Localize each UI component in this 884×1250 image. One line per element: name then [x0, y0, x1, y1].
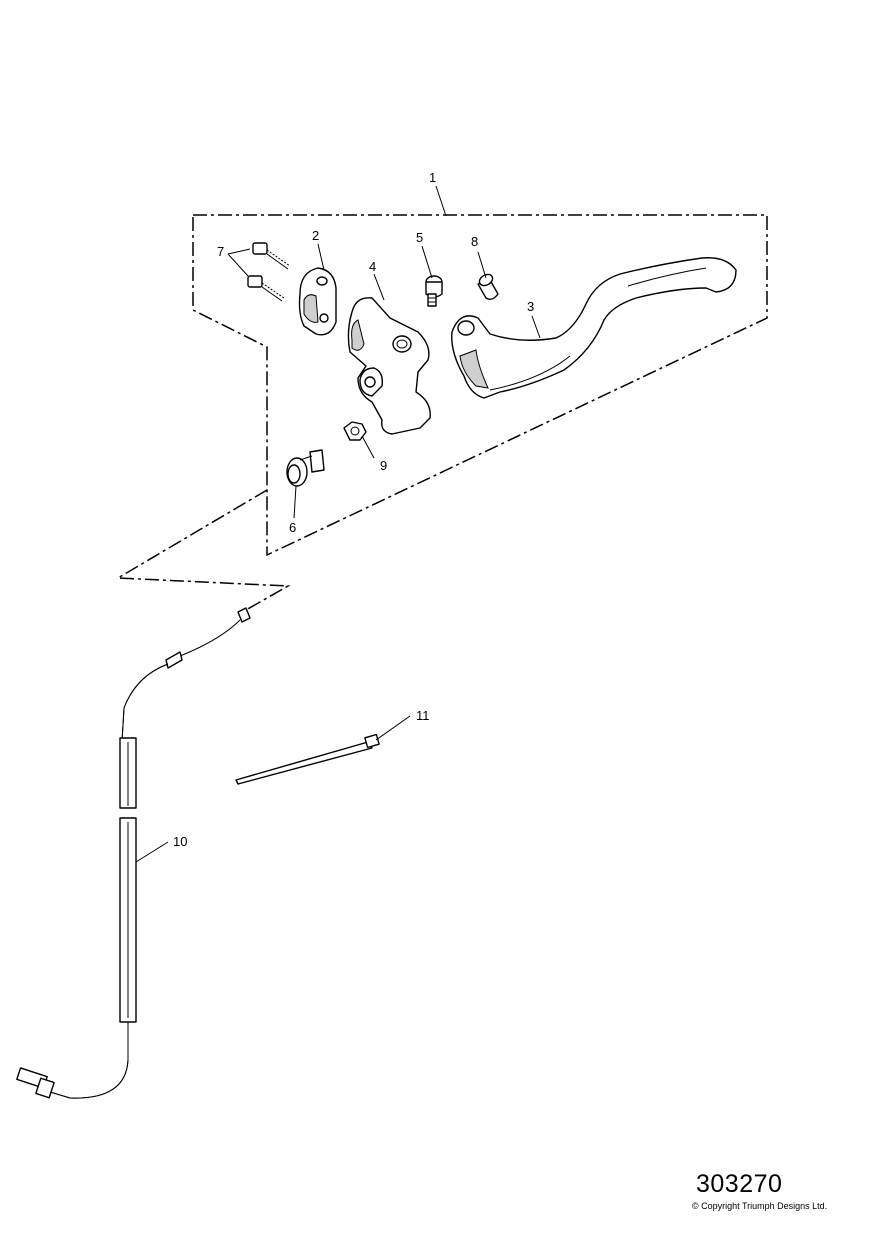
assembly-boundary — [115, 214, 768, 611]
callout-3: 3 — [527, 299, 534, 314]
callout-1: 1 — [429, 170, 436, 185]
part-4-bracket — [347, 297, 431, 435]
part-9-nut — [343, 421, 367, 441]
part-2-clamp — [298, 267, 337, 336]
part-6-adjuster — [286, 449, 325, 487]
callout-10: 10 — [173, 834, 187, 849]
callout-9: 9 — [380, 458, 387, 473]
callout-8: 8 — [471, 234, 478, 249]
part-3-lever — [451, 257, 737, 399]
callout-4: 4 — [369, 259, 376, 274]
part-11-cable-tie — [235, 733, 380, 785]
callout-11: 11 — [416, 708, 430, 723]
part-10-cable — [16, 607, 251, 1099]
part-5-pivot-bolt — [425, 275, 443, 307]
part-8-sleeve — [477, 273, 499, 301]
diagram-part-number: 303270 — [696, 1170, 783, 1198]
leader-lines — [135, 185, 541, 863]
callout-2: 2 — [312, 228, 319, 243]
callout-5: 5 — [416, 230, 423, 245]
callout-labels: 1 2 3 4 5 6 7 8 9 10 11 — [173, 170, 534, 849]
part-7-bolts — [247, 242, 291, 302]
copyright-notice: © Copyright Triumph Designs Ltd. — [692, 1201, 828, 1211]
callout-6: 6 — [289, 520, 296, 535]
callout-7: 7 — [217, 244, 224, 259]
